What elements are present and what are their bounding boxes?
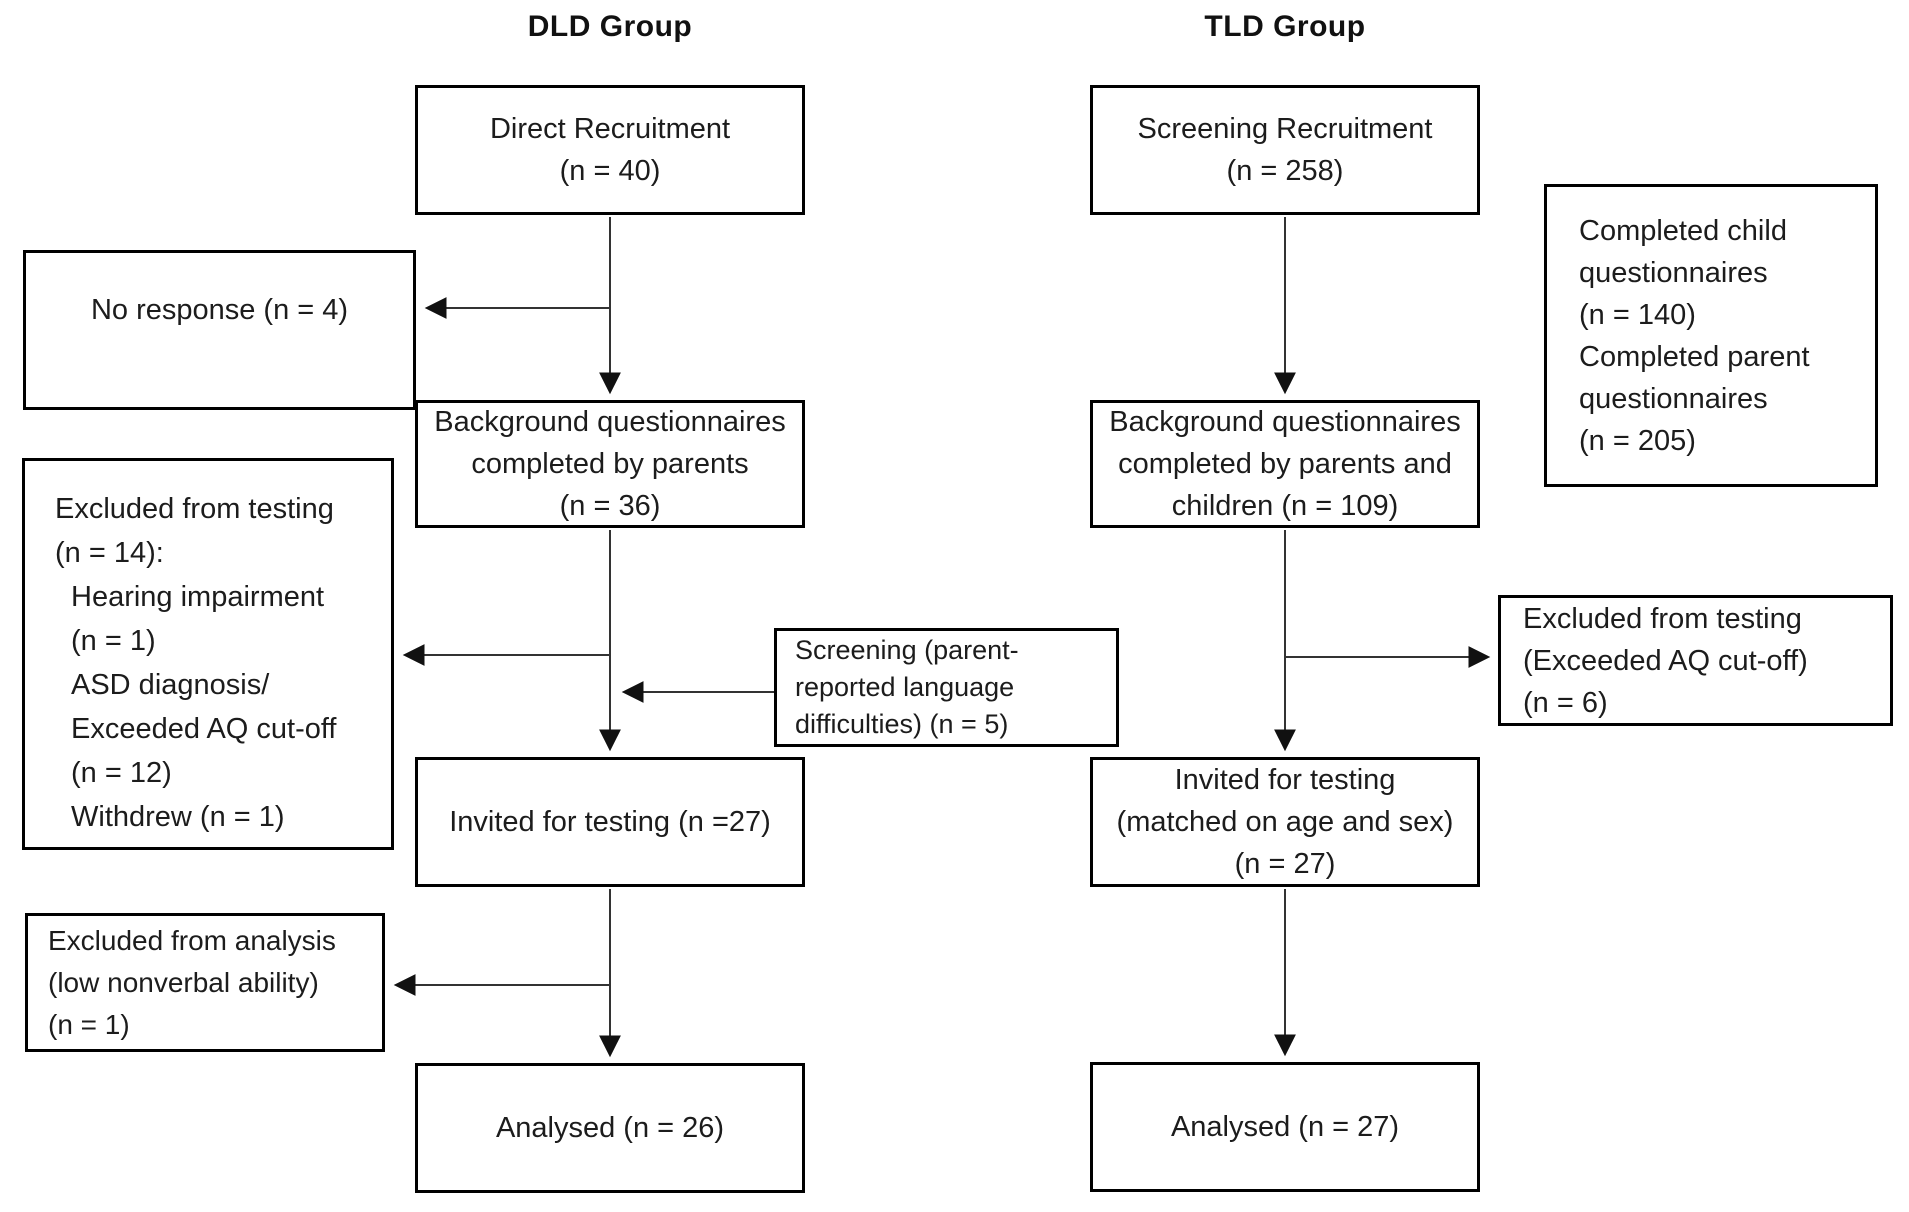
box-line: completed by parents and — [1118, 448, 1452, 480]
box-no-response: No response (n = 4) — [23, 250, 416, 410]
box-line: (n = 40) — [559, 155, 661, 187]
box-analysed-dld: Analysed (n = 26) — [415, 1063, 805, 1193]
box-line: Invited for testing — [1174, 764, 1396, 796]
box-line: (n = 1) — [48, 1008, 130, 1040]
box-line: (n = 12) — [71, 757, 172, 789]
box-line: Background questionnaires — [434, 406, 786, 438]
box-line: questionnaires — [1579, 382, 1768, 415]
box-excluded-from-analysis-dld: Excluded from analysis (low nonverbal ab… — [25, 913, 385, 1052]
box-line: (Exceeded AQ cut-off) — [1523, 644, 1808, 677]
box-invited-for-testing-dld: Invited for testing (n =27) — [415, 757, 805, 887]
box-background-questionnaires-tld: Background questionnaires completed by p… — [1090, 400, 1480, 528]
box-analysed-tld: Analysed (n = 27) — [1090, 1062, 1480, 1192]
box-line: (n = 27) — [1234, 848, 1336, 880]
box-line: Hearing impairment — [71, 581, 325, 613]
box-line: Completed parent — [1579, 340, 1810, 373]
box-excluded-from-testing-tld: Excluded from testing (Exceeded AQ cut-o… — [1498, 595, 1893, 726]
box-line: Excluded from testing — [55, 493, 334, 525]
box-line: Screening (parent- — [795, 635, 1019, 665]
box-line: Analysed (n = 26) — [495, 1112, 725, 1144]
box-line: Withdrew (n = 1) — [71, 801, 285, 833]
column-header-tld: TLD Group — [1204, 10, 1366, 43]
box-line: Screening Recruitment — [1137, 113, 1433, 145]
box-line: completed by parents — [471, 448, 749, 480]
box-line: Excluded from analysis — [48, 924, 336, 956]
box-line: Completed child — [1579, 214, 1787, 247]
box-line: Exceeded AQ cut-off — [71, 713, 337, 745]
box-line: questionnaires — [1579, 256, 1768, 289]
box-screening-parent-reported: Screening (parent- reported language dif… — [774, 628, 1119, 747]
box-line: ASD diagnosis/ — [71, 669, 270, 701]
box-line: Background questionnaires — [1109, 406, 1461, 438]
box-invited-for-testing-tld: Invited for testing (matched on age and … — [1090, 757, 1480, 887]
box-excluded-from-testing-dld: Excluded from testing (n = 14): Hearing … — [22, 458, 394, 850]
box-line: (n = 1) — [71, 625, 156, 657]
box-line: (n = 140) — [1579, 298, 1696, 331]
box-line: difficulties) (n = 5) — [795, 709, 1009, 739]
box-line: (n = 36) — [559, 490, 661, 522]
box-completed-questionnaires: Completed child questionnaires (n = 140)… — [1544, 184, 1878, 487]
box-line: (matched on age and sex) — [1116, 806, 1454, 838]
column-header-dld: DLD Group — [527, 10, 693, 43]
box-line: children (n = 109) — [1171, 490, 1399, 522]
box-line: Invited for testing (n =27) — [449, 806, 771, 838]
box-line: (n = 14): — [55, 537, 164, 569]
box-line: (n = 258) — [1226, 155, 1344, 187]
box-line: Excluded from testing — [1523, 602, 1802, 635]
box-line: Analysed (n = 27) — [1170, 1111, 1400, 1143]
box-line: reported language — [795, 672, 1015, 702]
box-background-questionnaires-dld: Background questionnaires completed by p… — [415, 400, 805, 528]
box-line: (n = 205) — [1579, 424, 1696, 457]
box-line: (n = 6) — [1523, 686, 1608, 719]
box-line: No response (n = 4) — [90, 294, 349, 326]
box-direct-recruitment: Direct Recruitment (n = 40) — [415, 85, 805, 215]
box-screening-recruitment: Screening Recruitment (n = 258) — [1090, 85, 1480, 215]
box-line: (low nonverbal ability) — [48, 966, 319, 998]
box-line: Direct Recruitment — [489, 113, 731, 145]
